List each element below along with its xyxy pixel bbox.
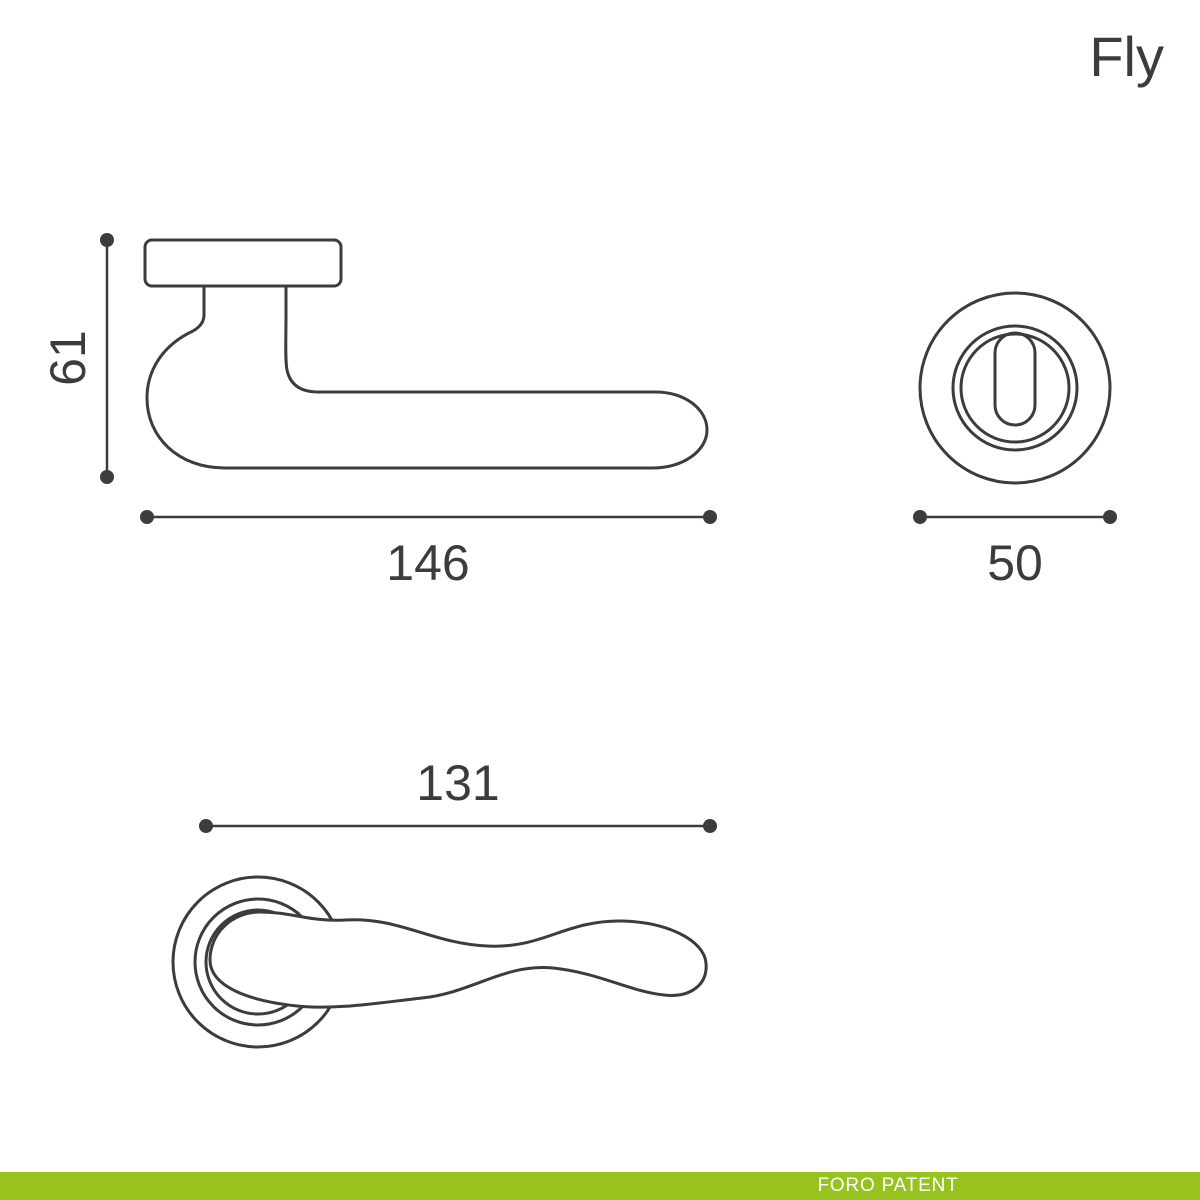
top-view-drawing (171, 875, 708, 1049)
footer-label: FORO PATENT (817, 1175, 959, 1196)
rosette-inner-circle (951, 324, 1079, 452)
rosette-front-view-drawing (918, 291, 1112, 485)
footer-bar: FORO PATENT (0, 1172, 1200, 1200)
dimension-top-length: 131 (199, 755, 717, 833)
side-view-drawing (143, 238, 709, 470)
top-view-lever (208, 910, 708, 1009)
dimension-side-length: 146 (140, 510, 717, 591)
keyhole-slot (993, 331, 1037, 427)
side-view-rosette (143, 238, 343, 288)
dimension-rosette-diameter: 50 (913, 510, 1117, 591)
dimension-label-131: 131 (416, 755, 499, 811)
side-view-lever (145, 284, 709, 470)
dimension-label-146: 146 (386, 535, 469, 591)
dimension-side-height: 61 (40, 233, 114, 484)
dimension-label-50: 50 (987, 535, 1043, 591)
page-title: Fly (1089, 25, 1164, 88)
dimension-label-61: 61 (40, 330, 96, 386)
rosette-outer-circle (918, 291, 1112, 485)
